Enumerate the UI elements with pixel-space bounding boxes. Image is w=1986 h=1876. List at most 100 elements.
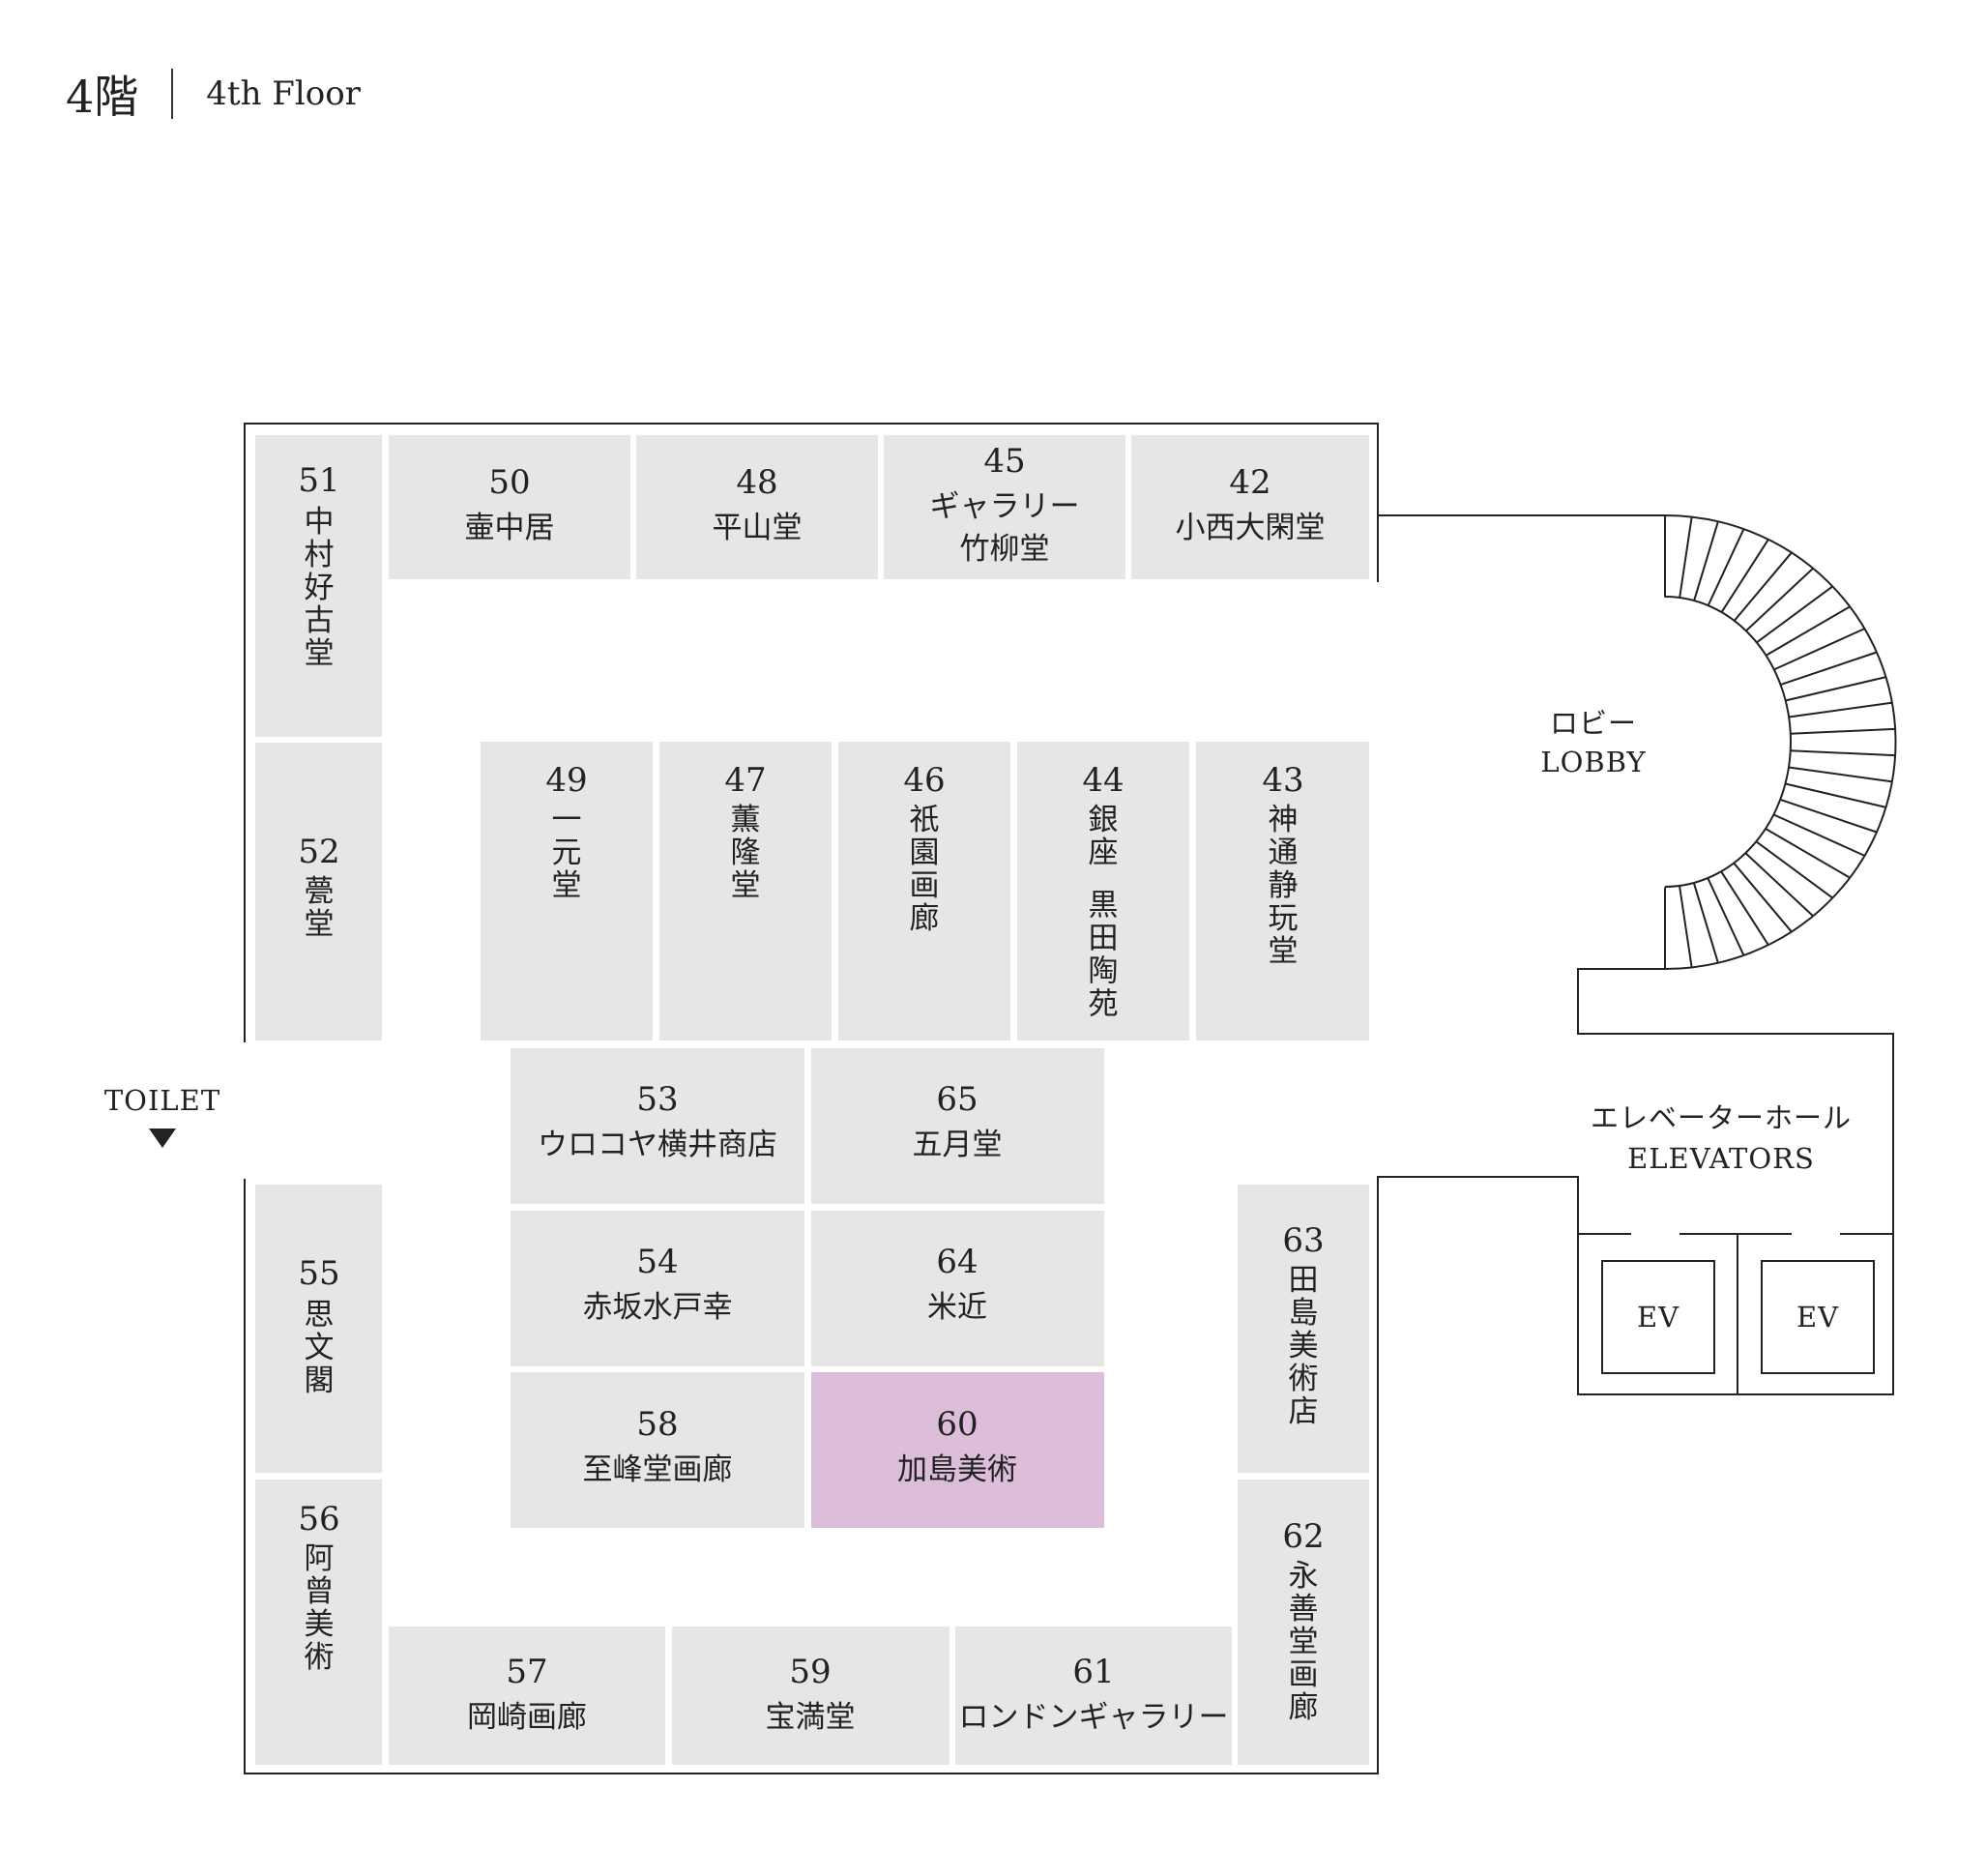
- booth-49[interactable]: 49 一元堂: [481, 742, 653, 1041]
- stair-step: [1707, 528, 1745, 606]
- booth-name: 田島美術店: [1289, 1263, 1319, 1429]
- booth-name: 祇園画廊: [910, 803, 940, 936]
- stair-step: [1707, 878, 1745, 956]
- booth-44[interactable]: 44 銀座黒田陶苑: [1017, 742, 1189, 1041]
- ev-label: EV: [1796, 1301, 1839, 1334]
- elevator-1: EV: [1601, 1260, 1715, 1374]
- booth-58[interactable]: 58 至峰堂画廊: [511, 1372, 804, 1528]
- stair-step: [1785, 782, 1886, 808]
- booth-number: 56: [298, 1500, 339, 1539]
- booth-number: 53: [636, 1080, 678, 1119]
- booth-name: 思文閣: [305, 1298, 335, 1398]
- staircase: [1664, 514, 1897, 970]
- booth-name: 宝満堂: [766, 1700, 856, 1735]
- booth-number: 50: [488, 463, 530, 502]
- booth-number: 46: [903, 761, 945, 800]
- booth-59[interactable]: 59 宝満堂: [672, 1627, 949, 1765]
- booth-54[interactable]: 54 赤坂水戸幸: [511, 1211, 804, 1366]
- booth-number: 51: [298, 461, 339, 500]
- stair-step: [1679, 886, 1693, 968]
- booth-name: 岡崎画廊: [467, 1700, 587, 1735]
- booth-48[interactable]: 48 平山堂: [636, 435, 878, 579]
- stair-step: [1744, 568, 1814, 632]
- booth-name: 永善堂画廊: [1289, 1559, 1319, 1725]
- booth-number: 43: [1262, 761, 1303, 800]
- booth-name: 平山堂: [713, 511, 803, 545]
- booth-51[interactable]: 51 中村好古堂: [255, 435, 382, 737]
- booth-number: 48: [736, 463, 777, 502]
- booth-name: 赤坂水戸幸: [583, 1290, 733, 1325]
- stair-step: [1780, 798, 1877, 834]
- booth-name: 阿曾美術: [305, 1541, 335, 1675]
- booth-name-line2: 竹柳堂: [960, 532, 1050, 567]
- booth-47[interactable]: 47 薫隆堂: [659, 742, 832, 1041]
- booth-number: 47: [724, 761, 766, 800]
- elevator-hall-label-jp: エレベーターホール: [1591, 1101, 1852, 1134]
- floor-title: 4階 4th Floor: [66, 62, 361, 126]
- booth-name: 銀座黒田陶苑: [1089, 803, 1119, 1021]
- booth-43[interactable]: 43 神通静玩堂: [1196, 742, 1369, 1041]
- booth-number: 55: [298, 1254, 339, 1293]
- booth-62[interactable]: 62 永善堂画廊: [1238, 1480, 1369, 1765]
- booth-name: 神通静玩堂: [1269, 803, 1299, 969]
- booth-name-line1: ギャラリー: [930, 489, 1080, 524]
- walls: [244, 423, 1894, 1774]
- stair-step: [1693, 883, 1719, 963]
- booth-name: 一元堂: [552, 803, 582, 903]
- floor-title-en: 4th Floor: [206, 74, 361, 113]
- booth-64[interactable]: 64 米近: [811, 1211, 1104, 1366]
- booth-65[interactable]: 65 五月堂: [811, 1048, 1104, 1204]
- booth-57[interactable]: 57 岡崎画廊: [389, 1627, 665, 1765]
- stair-step: [1790, 749, 1895, 757]
- booth-number: 61: [1072, 1653, 1114, 1691]
- stair-step: [1679, 516, 1693, 599]
- booth-name: 米近: [927, 1290, 987, 1325]
- lobby-label-jp: ロビー: [1550, 707, 1637, 740]
- booth-46[interactable]: 46 祇園画廊: [838, 742, 1010, 1041]
- stair-step: [1780, 651, 1877, 687]
- elevator-hall-label-en: ELEVATORS: [1627, 1142, 1815, 1175]
- booth-50[interactable]: 50 壷中居: [389, 435, 630, 579]
- booth-name: ウロコヤ横井商店: [538, 1128, 777, 1162]
- booth-name: 薫隆堂: [731, 803, 761, 903]
- stair-step: [1790, 727, 1895, 735]
- stair-step: [1693, 521, 1719, 601]
- booth-name: 五月堂: [913, 1128, 1003, 1162]
- booth-63[interactable]: 63 田島美術店: [1238, 1185, 1369, 1473]
- booth-number: 65: [936, 1080, 978, 1119]
- stair-step: [1755, 585, 1833, 644]
- booth-56[interactable]: 56 阿曾美術: [255, 1480, 382, 1765]
- booth-number: 64: [936, 1243, 978, 1281]
- booth-name: ロンドンギャラリー: [959, 1700, 1229, 1735]
- booth-number: 45: [983, 442, 1025, 481]
- booth-45[interactable]: 45 ギャラリー 竹柳堂: [884, 435, 1125, 579]
- stair-step: [1733, 863, 1793, 933]
- title-divider: [171, 69, 174, 119]
- booth-60[interactable]: 60 加島美術: [811, 1372, 1104, 1528]
- booth-number: 57: [506, 1653, 547, 1691]
- booth-name: 甍堂: [305, 874, 335, 942]
- booth-name: 至峰堂画廊: [583, 1452, 733, 1487]
- stair-step: [1773, 813, 1865, 857]
- stair-step: [1744, 852, 1814, 917]
- booth-name: 壷中居: [465, 511, 555, 545]
- booth-number: 60: [936, 1405, 978, 1444]
- booth-number: 49: [545, 761, 587, 800]
- booth-55[interactable]: 55 思文閣: [255, 1185, 382, 1473]
- booth-number: 62: [1282, 1517, 1324, 1556]
- booth-number: 58: [636, 1405, 678, 1444]
- booth-52[interactable]: 52 甍堂: [255, 743, 382, 1041]
- ev-label: EV: [1637, 1301, 1679, 1334]
- booth-name: 小西大閑堂: [1176, 511, 1326, 545]
- booth-42[interactable]: 42 小西大閑堂: [1131, 435, 1369, 579]
- stair-step: [1788, 766, 1892, 783]
- booth-number: 44: [1082, 761, 1124, 800]
- booth-61[interactable]: 61 ロンドンギャラリー: [955, 1627, 1232, 1765]
- booth-53[interactable]: 53 ウロコヤ横井商店: [511, 1048, 804, 1204]
- booth-number: 54: [636, 1243, 678, 1281]
- booth-number: 42: [1229, 463, 1270, 502]
- floor-title-jp: 4階: [66, 71, 139, 123]
- stair-step: [1765, 605, 1851, 657]
- stair-step: [1765, 828, 1851, 879]
